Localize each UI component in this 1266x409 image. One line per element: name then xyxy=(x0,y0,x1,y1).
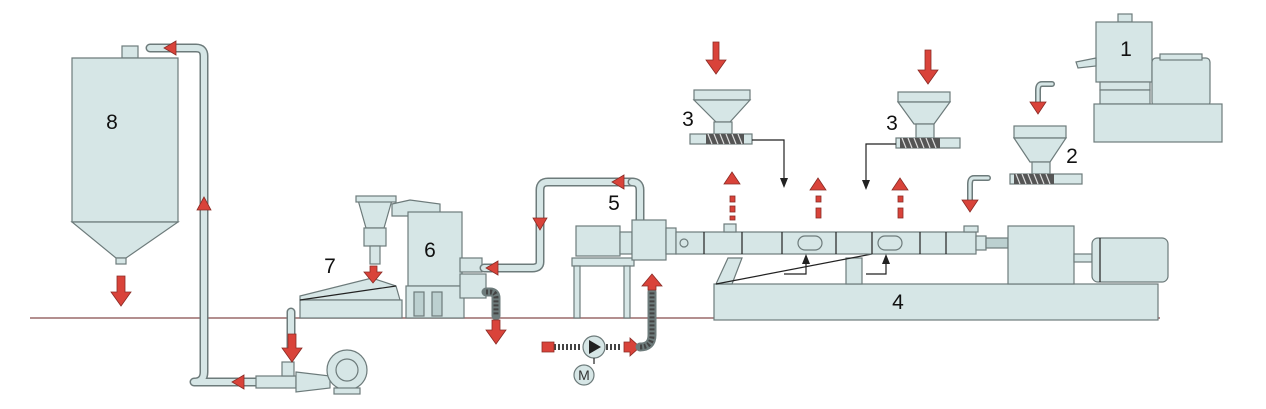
water-pump xyxy=(554,335,622,386)
storage-silo xyxy=(70,45,180,265)
pelletizer-down-arrow xyxy=(485,319,507,345)
motor-label: M xyxy=(578,367,590,383)
cooling-arrow-left xyxy=(485,260,499,276)
label-storage-silo: 8 xyxy=(106,111,118,134)
die-head-unit xyxy=(571,219,677,319)
hopper-right xyxy=(895,91,961,149)
blower xyxy=(255,349,368,395)
main-feed-arrow xyxy=(961,175,991,213)
vibrating-screen xyxy=(299,277,403,319)
cyclone-down-arrow xyxy=(363,265,383,284)
hopper-left-feed-arrow xyxy=(705,41,727,75)
pump-outlet-arrow xyxy=(623,337,641,357)
vent-arrow-2 xyxy=(809,177,827,219)
pelletizer xyxy=(355,195,487,319)
pump-inlet-arrow xyxy=(541,341,555,353)
label-dryer: 1 xyxy=(1120,38,1132,61)
side-feeder-feed-arrow xyxy=(1029,81,1055,115)
pipe-arrow-top xyxy=(163,40,177,56)
pelletizer-outlet-hose xyxy=(481,287,501,321)
cooling-arrow-down xyxy=(532,217,548,231)
silo-discharge-arrow xyxy=(110,275,132,307)
side-feeder xyxy=(1009,125,1083,185)
pump-up-arrow xyxy=(641,273,663,291)
hopper-right-feed-line xyxy=(862,143,896,275)
vent-arrow-1 xyxy=(723,171,741,221)
label-vibrating-screen: 7 xyxy=(324,255,336,278)
hopper-right-feed-arrow xyxy=(917,49,939,85)
dryer xyxy=(1075,13,1223,143)
pump-hose xyxy=(635,287,657,352)
hopper-left-feed-line xyxy=(752,139,810,275)
pipe-arrow-bottom xyxy=(231,374,245,390)
label-extruder: 4 xyxy=(892,291,904,314)
label-die-head: 5 xyxy=(608,192,620,215)
label-pelletizer: 6 xyxy=(424,239,436,262)
label-side-feeder: 2 xyxy=(1066,145,1078,168)
conveying-pipe xyxy=(145,43,265,387)
vent-arrow-3 xyxy=(891,177,909,219)
label-hopper-left: 3 xyxy=(682,108,694,131)
cooling-arrow-top xyxy=(611,174,625,190)
pipe-arrow-up xyxy=(196,196,212,211)
label-hopper-right: 3 xyxy=(886,112,898,135)
extruder xyxy=(675,223,1169,321)
hopper-left xyxy=(689,89,753,145)
screen-down-arrow xyxy=(281,333,303,363)
